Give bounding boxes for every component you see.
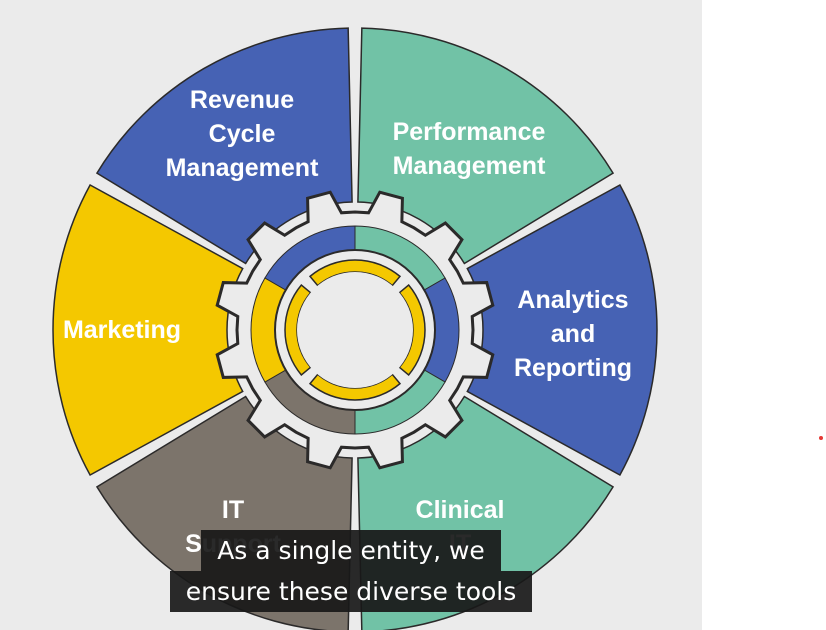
center-hub: [297, 272, 413, 388]
caption-line-1: As a single entity, we: [201, 530, 501, 571]
label-line: Management: [166, 154, 319, 182]
label-line: Performance: [393, 118, 546, 146]
label-line: Management: [393, 152, 546, 180]
label-line: IT: [222, 496, 244, 524]
red-dot-indicator: [819, 436, 823, 440]
subtitle-caption: As a single entity, we ensure these dive…: [0, 530, 702, 612]
label-line: and: [551, 320, 595, 348]
label-line: Marketing: [63, 316, 181, 344]
label-line: Reporting: [514, 354, 632, 382]
label-line: Analytics: [517, 286, 628, 314]
label-line: Revenue: [190, 86, 294, 114]
label-line: Clinical: [416, 496, 505, 524]
label-marketing: Marketing: [63, 316, 181, 344]
label-line: Cycle: [209, 120, 276, 148]
caption-line-2: ensure these diverse tools: [169, 571, 533, 612]
